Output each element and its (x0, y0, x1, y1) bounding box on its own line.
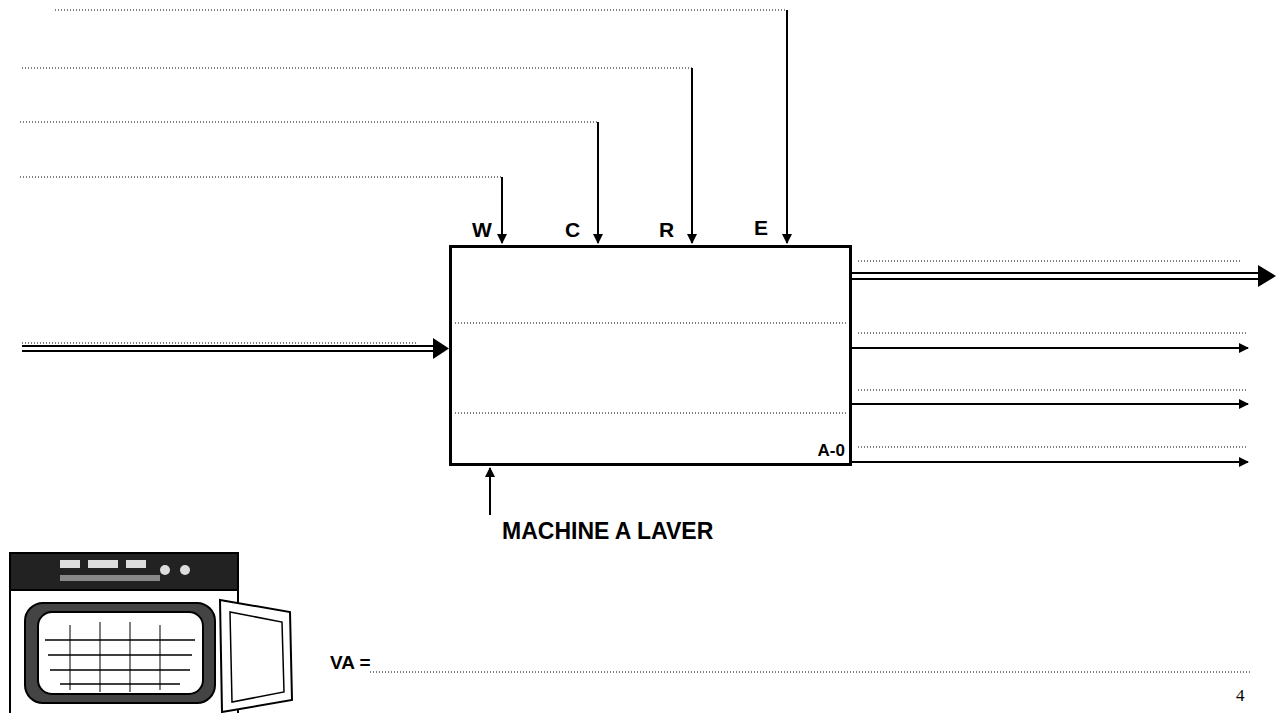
page-number: 4 (1236, 686, 1245, 706)
arrow-letter: R (659, 218, 674, 242)
arrow-letter: W (472, 218, 492, 242)
support-label: MACHINE A LAVER (502, 518, 713, 545)
value-added-label: VA = (330, 652, 371, 674)
diagram-ref: A-0 (818, 441, 845, 461)
arrow-letter: C (565, 218, 580, 242)
support-arrow (489, 468, 491, 515)
output-arrows (850, 265, 1276, 462)
function-box: A-0 (449, 245, 852, 466)
arrow-letter: E (754, 216, 768, 240)
control-arrows (502, 10, 787, 243)
washing-machine (10, 553, 292, 713)
input-arrow (22, 338, 449, 359)
